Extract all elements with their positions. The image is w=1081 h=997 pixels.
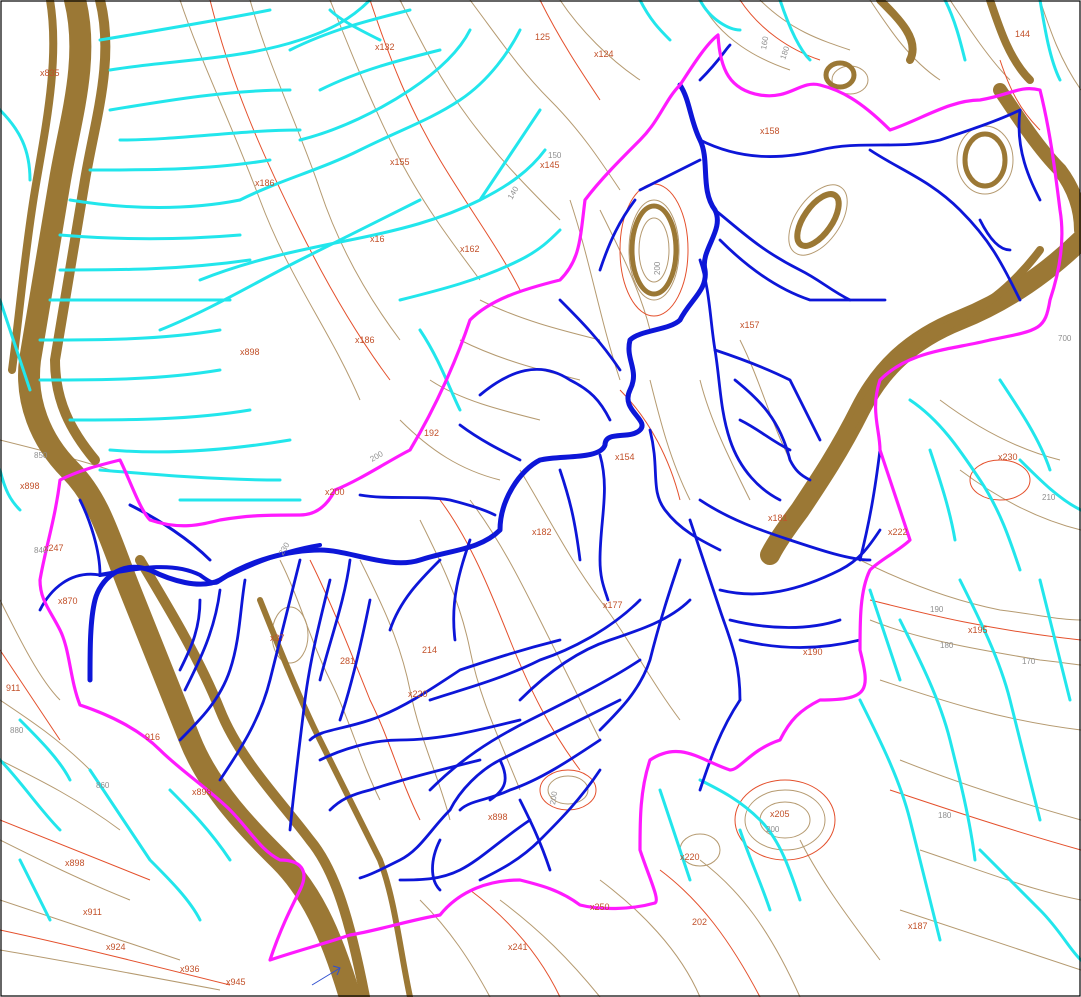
spot-height: x177	[603, 600, 623, 610]
spot-height: x911	[83, 907, 102, 917]
spot-height: x230	[998, 452, 1018, 462]
spot-height: 125	[535, 32, 550, 42]
contour-labels: 180 160 200 150 140 200 210 190 180 170 …	[10, 35, 1072, 834]
contour-label: 170	[1022, 657, 1036, 666]
spot-height: x157	[740, 320, 760, 330]
spot-height: 192	[424, 428, 439, 438]
contour-label: 180	[940, 641, 954, 650]
contour-label: 200	[766, 825, 780, 834]
spot-height: x870	[58, 596, 78, 606]
spot-height: 202	[692, 917, 707, 927]
spot-height: x186	[255, 178, 275, 188]
spot-height: x205	[770, 809, 790, 819]
spot-height: x124	[594, 49, 614, 59]
contour-label: 880	[10, 726, 24, 735]
spot-height: x37	[270, 633, 285, 643]
spot-height: x241	[508, 942, 528, 952]
spot-height: x898	[20, 481, 40, 491]
spot-height: x158	[760, 126, 780, 136]
spot-height: x132	[375, 42, 395, 52]
contour-label: 850	[34, 451, 48, 460]
contour-label: 160	[759, 35, 770, 50]
spot-height: x220	[680, 852, 700, 862]
spot-height: x154	[615, 452, 635, 462]
contour-label: 210	[1042, 493, 1056, 502]
contour-label: 700	[1058, 334, 1072, 343]
spot-height: 214	[422, 645, 437, 655]
spot-height: x16	[370, 234, 385, 244]
contour-label: 190	[930, 605, 944, 614]
spot-height: x200	[325, 487, 345, 497]
watershed-boundary	[38, 33, 1064, 962]
contour-label: 200	[548, 790, 559, 805]
contour-label: 860	[96, 781, 110, 790]
spot-height: x247	[44, 543, 64, 553]
spot-height: x182	[532, 527, 552, 537]
spot-height: x835	[40, 68, 60, 78]
spot-height: x898	[488, 812, 508, 822]
spot-height: 144	[1015, 29, 1030, 39]
streams-inside-watershed	[38, 43, 1042, 892]
spot-height: x162	[460, 244, 480, 254]
spot-height: x222	[888, 527, 908, 537]
spot-height: x936	[180, 964, 200, 974]
streams-outside-watershed	[0, 0, 1081, 962]
spot-height-labels: x835 x132 x124 144 125 x158 x155 x145 x1…	[6, 29, 1030, 987]
spot-height: x898	[240, 347, 260, 357]
spot-height: x250	[590, 902, 610, 912]
spot-height: x220	[408, 689, 428, 699]
spot-height: x195	[968, 625, 988, 635]
contour-label: 200	[653, 261, 662, 275]
contour-label: 840	[34, 546, 48, 555]
spot-height: 281	[340, 656, 355, 666]
spot-height: x945	[226, 977, 246, 987]
spot-height: x898	[192, 787, 212, 797]
contour-label: 180	[938, 811, 952, 820]
spot-height: x898	[65, 858, 85, 868]
spot-height: x181	[768, 513, 788, 523]
spot-height: x155	[390, 157, 410, 167]
spot-height: 911	[6, 683, 20, 693]
contour-label: 150	[548, 151, 562, 160]
spot-height: 916	[145, 732, 160, 742]
spot-height: x924	[106, 942, 126, 952]
contour-label: 180	[778, 45, 791, 61]
direction-arrow	[311, 965, 341, 986]
spot-height: x190	[803, 647, 823, 657]
spot-height: x186	[355, 335, 375, 345]
spot-height: x187	[908, 921, 928, 931]
spot-height: x145	[540, 160, 560, 170]
